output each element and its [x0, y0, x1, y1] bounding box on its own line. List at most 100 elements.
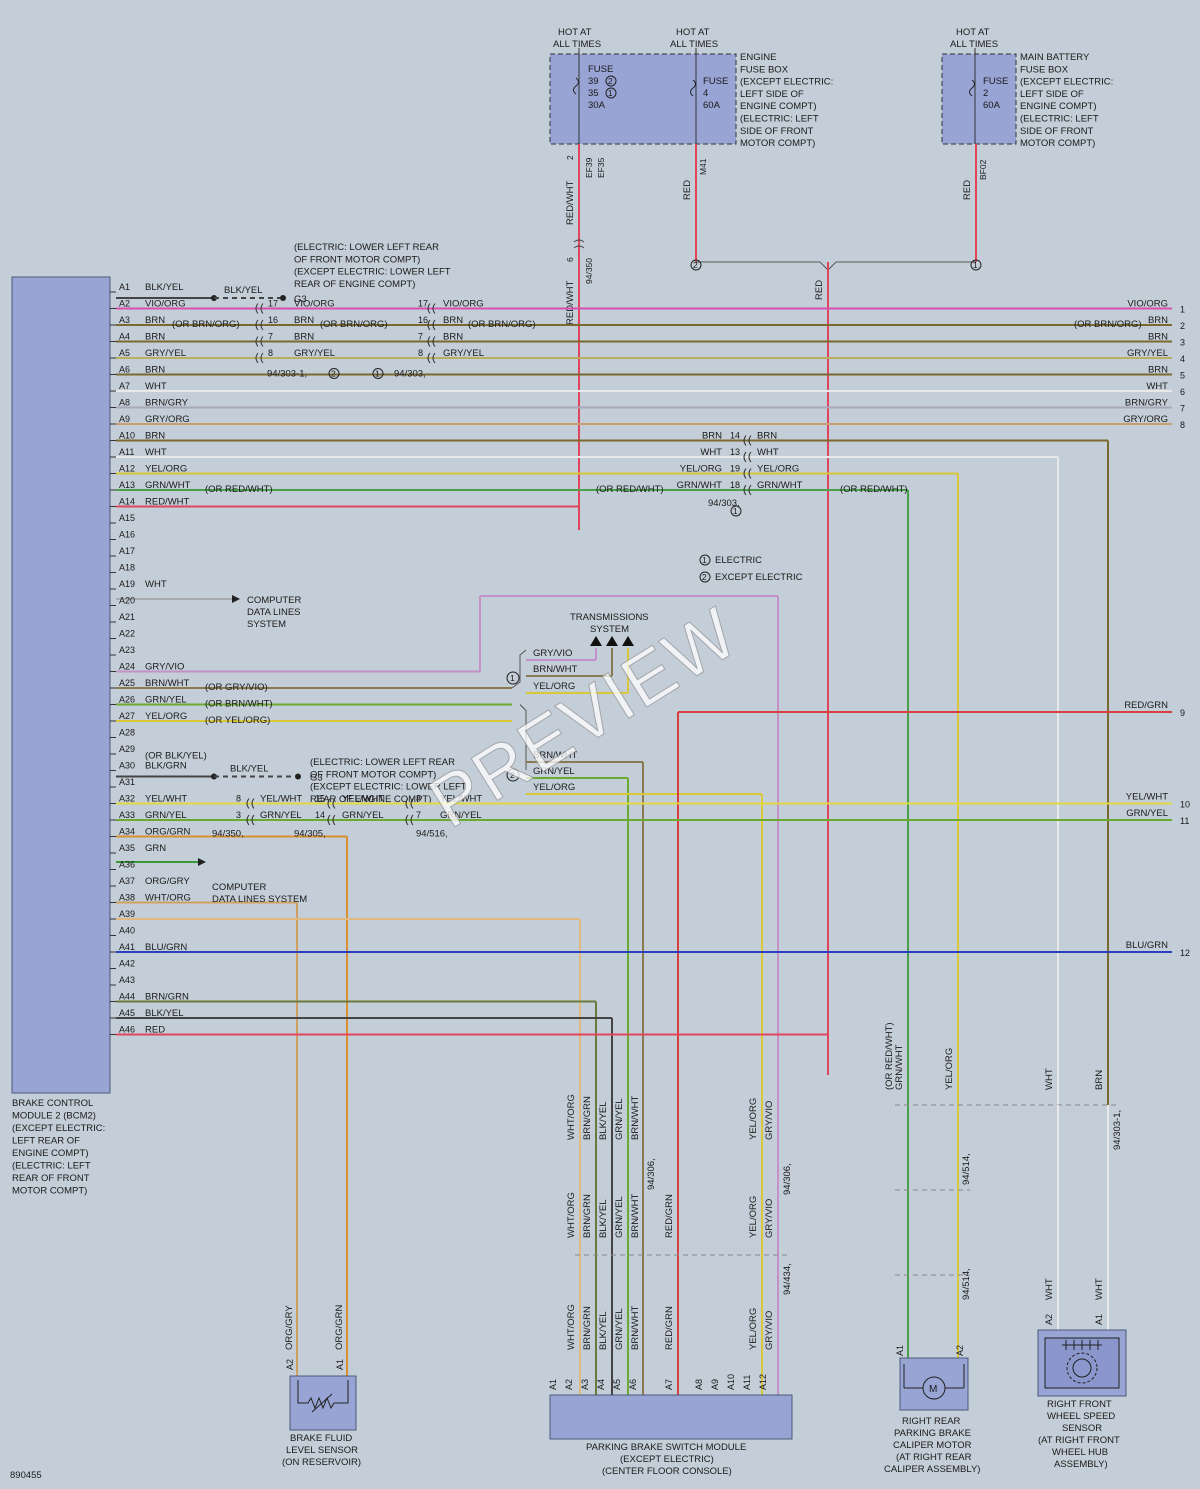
svg-text:SENSOR: SENSOR	[1062, 1423, 1102, 1434]
bcm-pin-a7: A7	[119, 381, 130, 391]
wire-label: GRN/YEL	[440, 810, 482, 821]
bcm-pin-color: RED	[145, 1025, 165, 1036]
svg-text:6: 6	[565, 257, 575, 262]
wire-label: (OR BRN/ORG)	[468, 319, 536, 330]
svg-text:A1: A1	[1094, 1314, 1104, 1325]
wire-label: 18	[730, 480, 740, 490]
wire-label: (ELECTRIC: LOWER LEFT REAR	[294, 242, 439, 253]
bcm-pin-color: WHT	[145, 447, 167, 458]
bcm-pin-a44: A44	[119, 992, 135, 1002]
engine-fuse-box-label: ENGINE COMPT)	[740, 101, 817, 112]
wire-label: 94/305,	[294, 829, 326, 840]
wire-label: BRN	[757, 431, 777, 442]
switch-pin: A8	[694, 1379, 704, 1390]
svg-text:WHEEL HUB: WHEEL HUB	[1052, 1447, 1108, 1458]
bcm-pin-color: BLK/YEL	[145, 1008, 184, 1019]
svg-text:ORG/GRN: ORG/GRN	[334, 1304, 345, 1350]
bcm-pin-color: BRN/GRN	[145, 992, 189, 1003]
svg-text:RED: RED	[814, 280, 825, 300]
main-battery-box-label: LEFT SIDE OF	[1020, 89, 1084, 100]
engine-fuse-box-label: SIDE OF FRONT	[740, 126, 814, 137]
svg-text:1: 1	[608, 88, 613, 98]
wire-label: WHT	[757, 447, 779, 458]
bcm-label-line: ENGINE COMPT)	[12, 1148, 89, 1159]
bcm-pin-a33: A33	[119, 810, 135, 820]
vertical-label: GRN/YEL	[614, 1098, 625, 1140]
switch-pin: A3	[580, 1379, 590, 1390]
bcm-pin-color: WHT	[145, 381, 167, 392]
svg-text:BRN: BRN	[702, 431, 722, 442]
bcm-pin-color: GRY/VIO	[145, 662, 184, 673]
bcm-pin-color: GRY/YEL	[145, 348, 186, 359]
computer-data-lines-2: COMPUTER DATA LINES SYSTEM	[212, 882, 307, 905]
svg-text:1: 1	[973, 260, 978, 270]
svg-text:RIGHT REAR: RIGHT REAR	[902, 1416, 961, 1427]
svg-text:ALL TIMES: ALL TIMES	[553, 39, 601, 50]
vertical-label: GRN/YEL	[614, 1196, 625, 1238]
wire-label: 2	[510, 770, 515, 780]
svg-text:A1: A1	[335, 1359, 345, 1370]
bcm-pin-a24: A24	[119, 662, 135, 672]
main-battery-box-label: ENGINE COMPT)	[1020, 101, 1097, 112]
svg-text:35: 35	[588, 88, 599, 99]
alt-color-label: (OR RED/WHT)	[205, 484, 273, 495]
switch-pin: A5	[612, 1379, 622, 1390]
bcm-label-line: LEFT REAR OF	[12, 1136, 80, 1147]
wire-label: BLK/YEL	[230, 764, 269, 775]
wire-label: 1	[510, 673, 515, 683]
svg-text:M41: M41	[698, 158, 708, 175]
vertical-label: WHT/ORG	[566, 1304, 577, 1350]
main-battery-box-label: MOTOR COMPT)	[1020, 138, 1095, 149]
svg-text:BRAKE FLUID: BRAKE FLUID	[290, 1433, 352, 1444]
bcm-label-line: MOTOR COMPT)	[12, 1186, 87, 1197]
right-out-num: 7	[1180, 404, 1185, 414]
wire-label: 11	[1180, 816, 1189, 826]
vertical-label: (OR RED/WHT)	[884, 1022, 895, 1090]
bcm-pin-a20: A20	[119, 596, 135, 606]
vertical-label: YEL/ORG	[944, 1048, 955, 1090]
diagram-id: 890455	[10, 1470, 42, 1481]
right-out-num: 8	[1180, 420, 1185, 430]
bcm-pin-a21: A21	[119, 612, 135, 622]
brake-fluid-level-sensor: BRAKE FLUID LEVEL SENSOR (ON RESERVOIR) …	[282, 1304, 361, 1468]
wire-label: YEL/WHT	[342, 794, 384, 805]
vertical-label: GRY/VIO	[764, 1101, 775, 1140]
right-out-num: 2	[1180, 321, 1185, 331]
svg-text:1: 1	[702, 555, 707, 565]
computer-data-lines-1: COMPUTER DATA LINES SYSTEM	[247, 595, 302, 630]
svg-text:LEVEL SENSOR: LEVEL SENSOR	[286, 1445, 358, 1456]
svg-text:2: 2	[693, 260, 698, 270]
engine-fuse-box-label: MOTOR COMPT)	[740, 138, 815, 149]
svg-text:COMPUTER: COMPUTER	[212, 882, 267, 893]
wire-label: YEL/WHT	[440, 794, 482, 805]
right-front-wheel-speed-sensor: RIGHT FRONT WHEEL SPEED SENSOR (AT RIGHT…	[1037, 1278, 1127, 1470]
vertical-label: GRN/WHT	[894, 1044, 905, 1090]
right-out-color: BRN/GRY	[1125, 398, 1169, 409]
wire-label: 16	[268, 315, 278, 325]
right-out-color: BRN	[1148, 315, 1168, 326]
bcm-pin-color: GRN/YEL	[145, 810, 187, 821]
bcm-pin-color: ORG/GRY	[145, 876, 190, 887]
bcm-pin-a14: A14	[119, 497, 135, 507]
bcm-pin-color: BRN/WHT	[145, 678, 190, 689]
bcm-pin-a10: A10	[119, 431, 135, 441]
vertical-label: YEL/ORG	[748, 1196, 759, 1238]
bcm-pin-a29: A29	[119, 744, 135, 754]
svg-text:YEL/ORG: YEL/ORG	[680, 464, 722, 475]
vertical-label: WHT/ORG	[566, 1192, 577, 1238]
wire-label: 7	[416, 810, 421, 820]
svg-text:SYSTEM: SYSTEM	[247, 619, 286, 630]
svg-text:WHEEL SPEED: WHEEL SPEED	[1047, 1411, 1115, 1422]
svg-text:A2: A2	[955, 1345, 965, 1356]
svg-text:COMPUTER: COMPUTER	[247, 595, 302, 606]
svg-text:RED/GRN: RED/GRN	[1124, 700, 1168, 711]
svg-text:4: 4	[703, 88, 708, 99]
bcm-pin-a6: A6	[119, 365, 130, 375]
vertical-label: GRN/YEL	[614, 1308, 625, 1350]
wire-label: REAR OF ENGINE COMPT)	[294, 279, 415, 290]
engine-fuse-box-label: FUSE BOX	[740, 64, 789, 75]
bcm-pin-a25: A25	[119, 678, 135, 688]
bcm-pin-color: WHT/ORG	[145, 893, 191, 904]
